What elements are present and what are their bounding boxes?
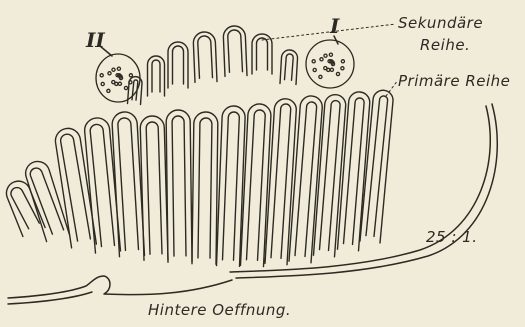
cell-granule xyxy=(124,86,127,89)
secondary-lamella-outer xyxy=(223,26,247,76)
cell-granule xyxy=(115,82,118,85)
label-reihe: Reihe. xyxy=(420,38,470,53)
cell-granule xyxy=(117,67,120,70)
cell-granule xyxy=(312,60,315,63)
primary-lamella-outer xyxy=(112,112,144,257)
secondary-lamella-inner xyxy=(173,46,184,84)
secondary-lamella-outer xyxy=(193,32,217,82)
cell-granule xyxy=(101,82,104,85)
secondary-lamella-inner xyxy=(257,38,268,70)
secondary-lamella-inner xyxy=(228,30,243,72)
primary-lamellae-row xyxy=(6,90,393,266)
scale-label: 25 : 1. xyxy=(426,230,478,245)
secondary-lamella-inner xyxy=(285,54,294,80)
primaere-leader xyxy=(386,80,398,96)
label-sekundaere: Sekundäre xyxy=(398,16,483,31)
primary-lamella-outer xyxy=(217,106,246,266)
cross-section-I xyxy=(306,40,354,88)
cell-granule xyxy=(129,74,132,77)
cell-granule xyxy=(129,81,132,84)
cell-granule xyxy=(108,72,111,75)
base-membrane xyxy=(8,276,232,298)
primary-lamella-inner xyxy=(223,112,240,260)
primary-lamella-inner xyxy=(198,118,212,258)
primary-lamella-inner xyxy=(146,122,162,254)
primary-lamella-inner xyxy=(172,116,186,256)
cell-granule xyxy=(341,60,344,63)
cell-granule xyxy=(341,67,344,70)
primary-lamella-inner xyxy=(118,118,139,250)
primary-lamella-outer xyxy=(166,110,192,262)
secondary-lamellae-row xyxy=(128,26,298,104)
primary-lamella-outer xyxy=(140,116,168,260)
cell-granule xyxy=(329,53,332,56)
cell-granule xyxy=(324,54,327,57)
cell-granule xyxy=(112,68,115,71)
cell-granule xyxy=(118,82,121,85)
secondary-lamella-inner xyxy=(198,36,213,78)
secondary-lamella-inner xyxy=(152,60,160,92)
caption: Hintere Oeffnung. xyxy=(148,303,291,318)
secondary-lamella-outer xyxy=(148,56,165,96)
secondary-lamella-outer xyxy=(280,50,298,85)
cell-granule xyxy=(319,75,322,78)
cell-granule xyxy=(313,68,316,71)
cell-granule xyxy=(336,72,339,75)
marker-I: I xyxy=(330,16,339,36)
marker-II: II xyxy=(86,30,105,50)
primary-lamella-inner xyxy=(247,110,266,260)
primary-lamella-outer xyxy=(265,99,296,265)
cell-granule xyxy=(320,58,323,61)
primary-lamella-outer xyxy=(192,112,218,264)
cell-granule xyxy=(327,68,330,71)
label-primaere-reihe: Primäre Reihe xyxy=(398,74,510,89)
primary-lamella-inner xyxy=(11,188,39,229)
sekundaere-leader xyxy=(262,24,396,40)
cross-section-II xyxy=(96,54,140,102)
secondary-lamella-outer xyxy=(168,42,188,88)
cell-granule xyxy=(100,74,103,77)
cell-granule xyxy=(330,68,333,71)
cell-granule xyxy=(107,89,110,92)
